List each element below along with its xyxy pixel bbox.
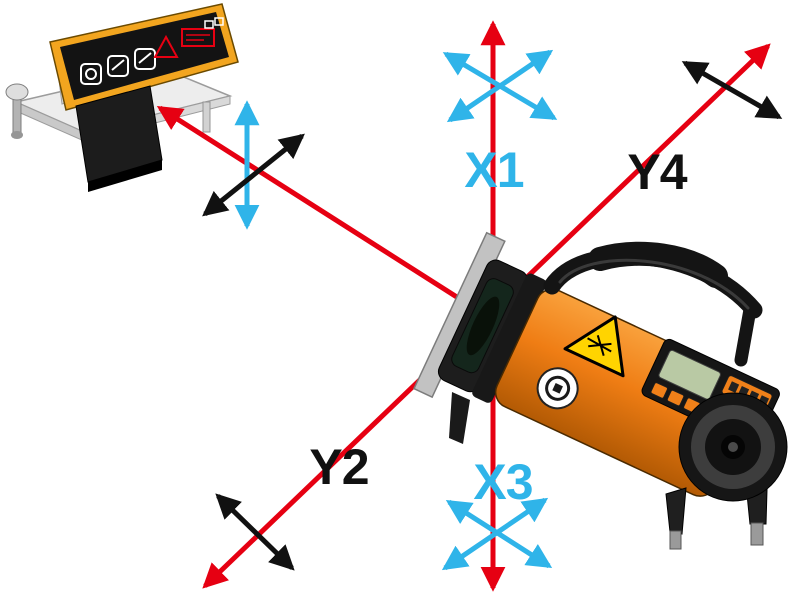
carry-handle — [543, 241, 763, 367]
y2-adjustment-arrow — [215, 493, 295, 571]
front-support-foot — [449, 392, 470, 444]
receiver-adjustment-arrows — [202, 100, 305, 230]
level-icon-glyph — [138, 52, 152, 64]
panel-label-glyph — [728, 381, 740, 393]
laser-warning-triangle-icon — [153, 34, 179, 58]
x3-adjustment-arrows — [441, 497, 553, 571]
lcd-display — [658, 349, 721, 400]
panel-button — [650, 382, 668, 399]
label-y2: Y2 — [309, 439, 368, 495]
rear-end-cap — [678, 392, 788, 502]
support-leg-tip — [750, 522, 764, 546]
black-double-arrow — [215, 493, 295, 571]
receiver-base-shadow — [88, 160, 162, 192]
black-double-arrow — [681, 60, 783, 120]
panel-button — [666, 389, 685, 407]
x1-adjustment-arrows — [442, 49, 558, 123]
label-y4: Y4 — [627, 144, 687, 200]
pipe-laser-device — [413, 231, 788, 550]
cyan-double-arrow — [441, 497, 549, 571]
laser-burst-glyph — [587, 335, 612, 356]
spec-icon — [204, 20, 214, 29]
spec-icon — [214, 17, 224, 26]
receiver-device — [5, 3, 239, 192]
laser-caution-label — [181, 28, 215, 47]
laser-caution-text-lines — [186, 34, 210, 41]
mode-icon — [107, 55, 129, 77]
black-double-arrow — [202, 133, 305, 217]
laser-lens — [466, 296, 500, 356]
power-icon-ring — [85, 68, 97, 80]
laser-warning-label — [563, 315, 625, 378]
clamp-screw-knob — [5, 83, 29, 101]
support-leg — [665, 487, 687, 535]
mode-icon-glyph — [111, 59, 125, 71]
power-icon — [80, 63, 102, 85]
support-leg-tip — [669, 530, 682, 550]
clamp-screw-tip — [11, 131, 23, 139]
receiver-display-panel — [60, 12, 229, 100]
brand-logo-icon — [536, 367, 579, 410]
y4-adjustment-arrow — [681, 60, 783, 120]
cyan-double-arrow — [446, 49, 554, 123]
label-x1: X1 — [464, 142, 523, 198]
label-x3: X3 — [473, 454, 532, 510]
plate-leg — [202, 101, 211, 133]
level-icon — [134, 48, 156, 70]
body-collar — [472, 273, 547, 403]
